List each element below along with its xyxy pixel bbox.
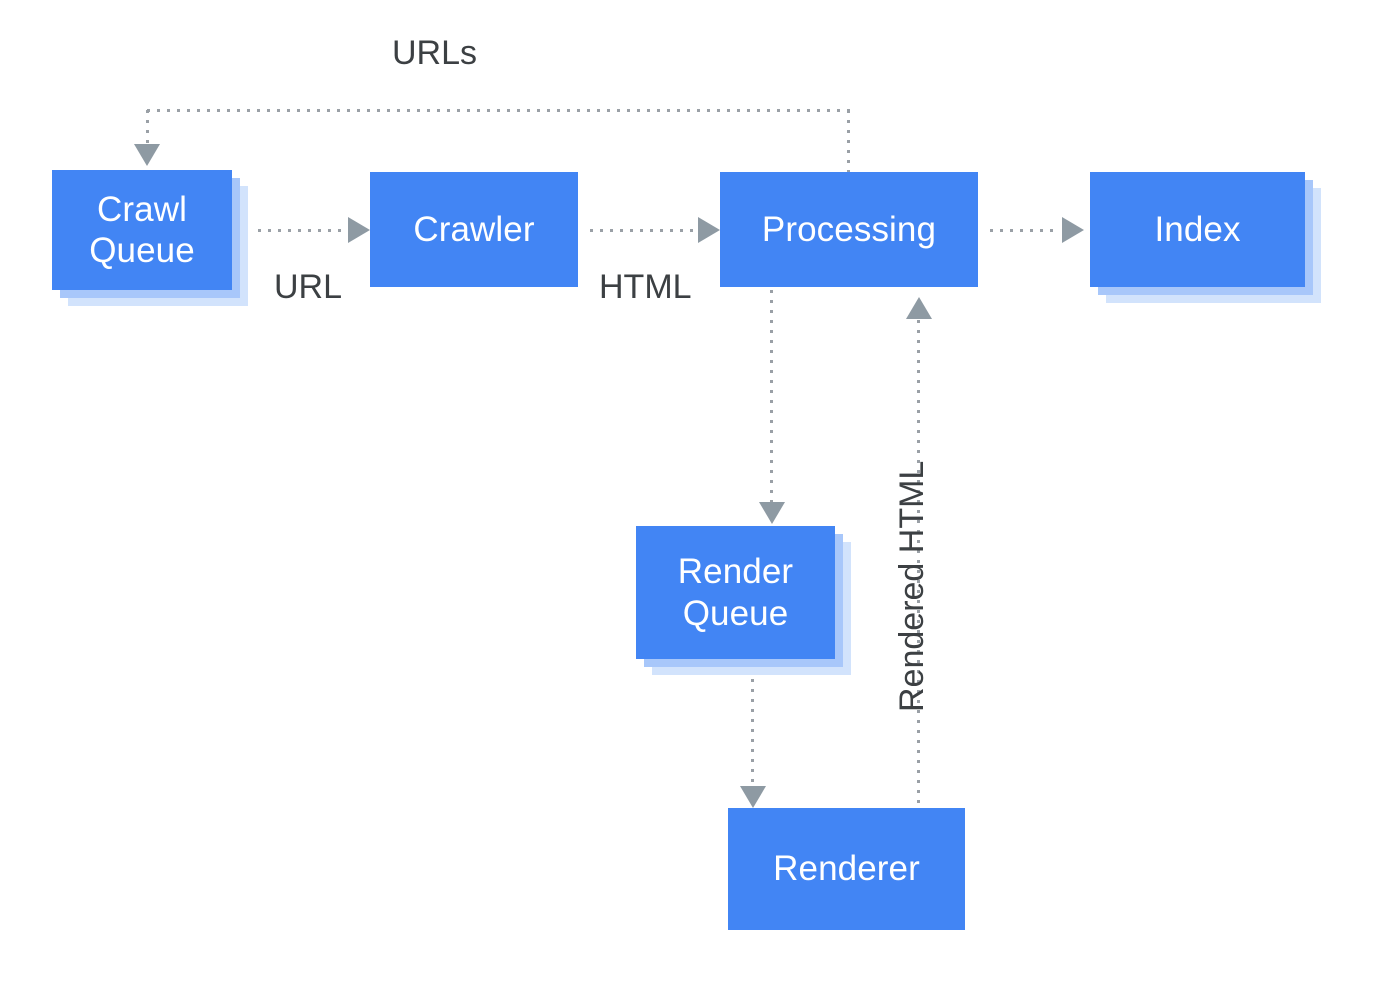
connector-urls-feedback-riser [847, 110, 850, 172]
node-index-label: Index [1154, 209, 1241, 249]
connector-urls-feedback-span [147, 109, 850, 112]
connector-render-queue-to-renderer [751, 679, 754, 786]
node-crawler-face: Crawler [370, 172, 578, 287]
node-crawler-label: Crawler [413, 209, 535, 249]
connector-crawler-to-processing [590, 229, 700, 232]
edge-label-html: HTML [599, 268, 692, 306]
edge-label-url: URL [274, 268, 343, 306]
node-crawl-queue-label: Crawl Queue [89, 189, 195, 270]
node-crawl-queue[interactable]: Crawl Queue [52, 170, 248, 306]
node-render-queue[interactable]: Render Queue [636, 526, 851, 675]
arrowhead-renderer-to-processing [906, 297, 932, 319]
connector-processing-to-render-queue [770, 290, 773, 502]
arrowhead-urls-to-crawl-queue [134, 144, 160, 166]
connector-crawl-queue-to-crawler [258, 229, 350, 232]
arrowhead-crawl-queue-to-crawler [348, 217, 370, 243]
node-processing-face: Processing [720, 172, 978, 287]
node-renderer-face: Renderer [728, 808, 965, 930]
node-render-queue-face: Render Queue [636, 526, 835, 659]
node-render-queue-label: Render Queue [677, 552, 794, 633]
node-processing[interactable]: Processing [720, 172, 978, 287]
node-index-face: Index [1090, 172, 1305, 287]
connector-processing-to-index [990, 229, 1058, 232]
node-renderer-label: Renderer [773, 849, 920, 889]
arrowhead-crawler-to-processing [698, 217, 720, 243]
node-renderer[interactable]: Renderer [728, 808, 965, 930]
node-crawler[interactable]: Crawler [370, 172, 578, 287]
arrowhead-processing-to-index [1062, 217, 1084, 243]
node-processing-label: Processing [761, 209, 937, 249]
arrowhead-processing-to-render-queue [759, 502, 785, 524]
edge-label-urls: URLs [392, 34, 478, 72]
edge-label-rendered-html: Rendered HTML [893, 460, 931, 712]
arrowhead-render-queue-to-renderer [740, 786, 766, 808]
connector-urls-feedback-drop [146, 110, 149, 145]
node-crawl-queue-face: Crawl Queue [52, 170, 232, 290]
connector-renderer-to-processing [917, 320, 920, 810]
node-index[interactable]: Index [1090, 172, 1321, 303]
